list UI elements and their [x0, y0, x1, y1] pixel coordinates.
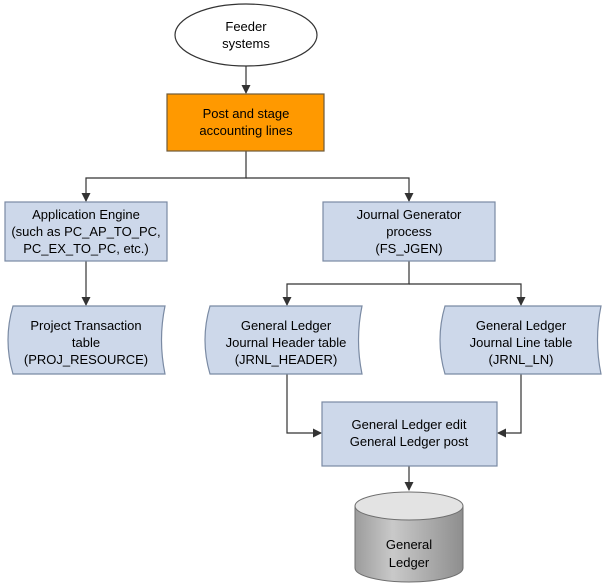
project-transaction-table-line-3: (PROJ_RESOURCE)	[24, 352, 148, 367]
application-engine-line-1: Application Engine	[32, 207, 140, 222]
journal-header-table-shape	[204, 305, 363, 375]
journal-line-table-line-2: Journal Line table	[470, 335, 573, 350]
feeder-systems-shape	[174, 3, 318, 67]
general-ledger-database-line-2: Ledger	[389, 555, 430, 570]
journal-generator-shape	[322, 201, 496, 262]
journal-line-table-shape	[439, 305, 602, 375]
general-ledger-database-node: General Ledger	[354, 491, 464, 583]
feeder-systems-node: Feeder systems	[174, 3, 318, 67]
post-stage-node: Post and stage accounting lines	[166, 93, 325, 152]
journal-header-table-line-3: (JRNL_HEADER)	[235, 352, 338, 367]
general-ledger-database-top	[354, 491, 464, 521]
project-transaction-table-shape	[7, 305, 166, 375]
journal-generator-line-3: (FS_JGEN)	[375, 241, 442, 256]
post-stage-line-2: accounting lines	[199, 123, 293, 138]
general-ledger-database-line-1: General	[386, 537, 432, 552]
gl-edit-post-line-2: General Ledger post	[350, 434, 469, 449]
gl-edit-post-node: General Ledger edit General Ledger post	[321, 401, 498, 467]
journal-header-table-line-2: Journal Header table	[226, 335, 347, 350]
journal-line-table-line-3: (JRNL_LN)	[488, 352, 553, 367]
journal-header-table-line-1: General Ledger	[241, 318, 332, 333]
application-engine-line-2: (such as PC_AP_TO_PC,	[11, 224, 160, 239]
project-transaction-table-line-2: table	[72, 335, 100, 350]
arrow-post-to-app-engine	[81, 151, 247, 202]
feeder-systems-line-1: Feeder	[225, 19, 267, 34]
application-engine-line-3: PC_EX_TO_PC, etc.)	[23, 241, 148, 256]
gl-edit-post-shape	[321, 401, 498, 467]
application-engine-node: Application Engine (such as PC_AP_TO_PC,…	[4, 201, 168, 262]
general-ledger-database-body	[354, 505, 464, 583]
arrow-line-to-edit-post	[497, 374, 522, 438]
arrow-journal-gen-to-header	[282, 261, 410, 306]
post-stage-shape	[166, 93, 325, 152]
journal-generator-line-2: process	[386, 224, 432, 239]
journal-line-table-line-1: General Ledger	[476, 318, 567, 333]
project-transaction-table-line-1: Project Transaction	[30, 318, 141, 333]
journal-generator-line-1: Journal Generator	[357, 207, 462, 222]
arrow-journal-gen-to-line	[409, 283, 526, 306]
journal-line-table-node: General Ledger Journal Line table (JRNL_…	[439, 305, 602, 375]
journal-header-table-node: General Ledger Journal Header table (JRN…	[204, 305, 363, 375]
journal-generator-node: Journal Generator process (FS_JGEN)	[322, 201, 496, 262]
project-transaction-table-node: Project Transaction table (PROJ_RESOURCE…	[7, 305, 166, 375]
feeder-systems-line-2: systems	[222, 36, 270, 51]
arrow-post-to-journal-gen	[246, 177, 414, 202]
application-engine-shape	[4, 201, 168, 262]
arrow-header-to-edit-post	[286, 374, 322, 438]
post-stage-line-1: Post and stage	[203, 106, 290, 121]
gl-edit-post-line-1: General Ledger edit	[352, 417, 467, 432]
connectors	[81, 66, 526, 491]
